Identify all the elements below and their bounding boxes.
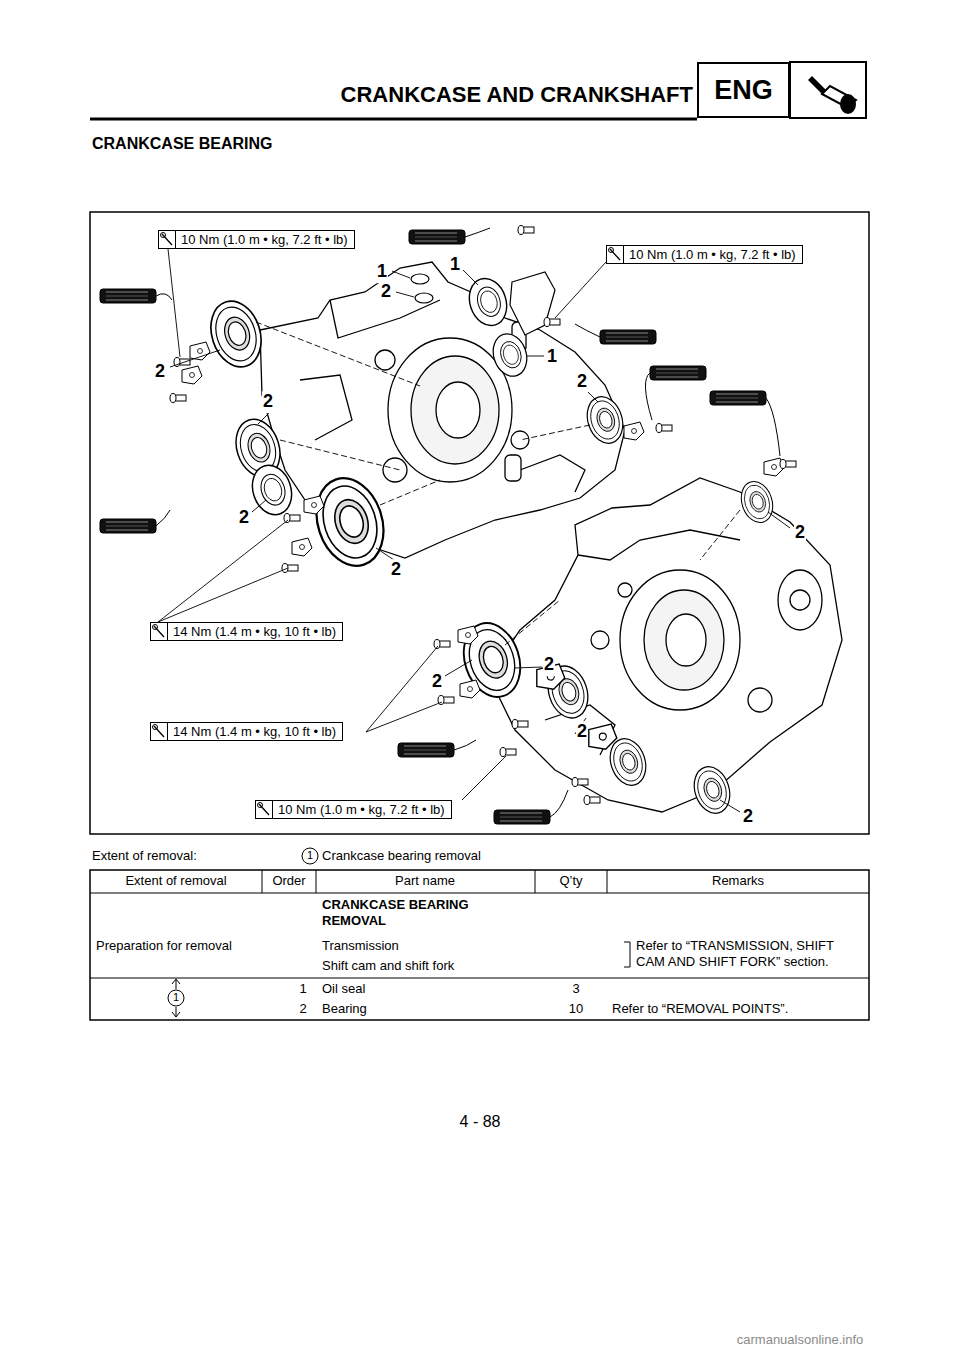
callout-number: 2 bbox=[431, 671, 443, 693]
wrench-icon bbox=[256, 801, 272, 818]
callout-number: 2 bbox=[262, 391, 274, 413]
table-header: Part name bbox=[395, 873, 455, 889]
caption-text: Crankcase bearing removal bbox=[322, 848, 481, 864]
table-cell: Oil seal bbox=[322, 981, 365, 997]
circled-number: 1 bbox=[307, 849, 313, 862]
callout-number: 2 bbox=[576, 371, 588, 393]
table-grid bbox=[90, 870, 869, 1020]
left-crankcase bbox=[260, 262, 625, 558]
oil-seal bbox=[246, 274, 532, 520]
table-cell: Transmission bbox=[322, 938, 399, 954]
table-cell: Shift cam and shift fork bbox=[322, 958, 454, 974]
wrench-icon bbox=[159, 231, 175, 248]
table-cell: 3 bbox=[572, 981, 579, 997]
page-header bbox=[90, 62, 866, 119]
callout-number: 1 bbox=[376, 261, 388, 283]
table-header: Extent of removal bbox=[125, 873, 226, 889]
wrench-icon bbox=[151, 723, 167, 740]
table-cell: CRANKCASE BEARING REMOVAL bbox=[322, 897, 512, 928]
node-text: 10 Nm (1.0 m • kg, 7.2 ft • lb) bbox=[176, 231, 354, 248]
torque-box: 14 Nm (1.4 m • kg, 10 ft • lb) bbox=[150, 622, 343, 641]
callout-number: 2 bbox=[390, 559, 402, 581]
torque-icon bbox=[607, 246, 624, 263]
diagram-frame bbox=[90, 212, 869, 834]
locking-agent-symbol bbox=[100, 228, 780, 824]
right-crankcase bbox=[498, 478, 842, 812]
table-cell: Bearing bbox=[322, 1001, 367, 1017]
table-cell: Refer to “REMOVAL POINTS”. bbox=[612, 1001, 788, 1017]
torque-box: 10 Nm (1.0 m • kg, 7.2 ft • lb) bbox=[255, 800, 452, 819]
wrench-icon bbox=[151, 623, 167, 640]
section-heading: CRANKCASE BEARING bbox=[92, 134, 272, 153]
torque-box: 10 Nm (1.0 m • kg, 7.2 ft • lb) bbox=[158, 230, 355, 249]
table-header: Q’ty bbox=[559, 873, 582, 889]
table-header: Remarks bbox=[712, 873, 764, 889]
node-text: 10 Nm (1.0 m • kg, 7.2 ft • lb) bbox=[624, 246, 802, 263]
callout-number: 1 bbox=[546, 346, 558, 368]
node-text: 14 Nm (1.4 m • kg, 10 ft • lb) bbox=[168, 723, 342, 740]
callout-number: 2 bbox=[576, 721, 588, 743]
section-tab: ENG bbox=[697, 62, 790, 118]
torque-icon bbox=[256, 801, 273, 818]
node-text: ENG bbox=[714, 75, 773, 106]
table-cell: Refer to “TRANSMISSION, SHIFT CAM AND SH… bbox=[636, 938, 864, 969]
callout-number: 2 bbox=[794, 522, 806, 544]
wrench-icon bbox=[607, 246, 623, 263]
page-number: 4 - 88 bbox=[460, 1112, 501, 1131]
page-title: CRANKCASE AND CRANKSHAFT bbox=[341, 82, 693, 108]
callout-number: 2 bbox=[742, 806, 754, 828]
leader-line bbox=[158, 249, 790, 812]
torque-box: 10 Nm (1.0 m • kg, 7.2 ft • lb) bbox=[606, 245, 803, 264]
callout-number: 2 bbox=[543, 654, 555, 676]
circled-number: 1 bbox=[173, 991, 179, 1004]
table-cell: 10 bbox=[569, 1001, 583, 1017]
table-header: Order bbox=[272, 873, 305, 889]
node-text: 14 Nm (1.4 m • kg, 10 ft • lb) bbox=[168, 623, 342, 640]
caption-text: Extent of removal: bbox=[92, 848, 197, 864]
callout-number: 2 bbox=[154, 361, 166, 383]
o-ring bbox=[411, 274, 433, 303]
callout-number: 1 bbox=[449, 254, 461, 276]
callout-number: 2 bbox=[380, 281, 392, 303]
watermark: carmanualsonline.info bbox=[737, 1332, 863, 1348]
torque-icon bbox=[159, 231, 176, 248]
torque-icon bbox=[151, 723, 168, 740]
table-cell: 1 bbox=[299, 981, 306, 997]
table-cell: Preparation for removal bbox=[96, 938, 232, 954]
torque-icon bbox=[151, 623, 168, 640]
bearing-retainer bbox=[170, 226, 796, 805]
table-cell: 2 bbox=[299, 1001, 306, 1017]
callout-number: 2 bbox=[238, 507, 250, 529]
torque-box: 14 Nm (1.4 m • kg, 10 ft • lb) bbox=[150, 722, 343, 741]
node-text: 10 Nm (1.0 m • kg, 7.2 ft • lb) bbox=[273, 801, 451, 818]
callout-circle bbox=[302, 848, 318, 864]
